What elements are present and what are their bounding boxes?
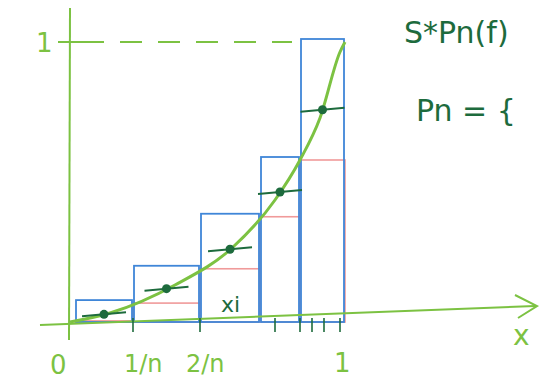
axis-value: 0 [50,352,67,378]
axis-arrow [515,295,537,318]
sample-point [276,188,285,197]
partition-symbol: Pn = { [416,96,516,126]
upper-sum-rect [261,157,299,322]
upper-sum-rect [301,39,344,322]
sample-label: xi [221,294,240,316]
sample-point [100,310,109,319]
sample-point [318,105,327,114]
axis-value: 1 [36,30,53,56]
lower-sum-rect [200,269,260,322]
upper-sum-rect [134,266,199,322]
axis-value: 1/n [124,352,163,376]
lower-sum-rect [260,217,300,322]
sample-point [162,284,171,293]
axis-tick [323,318,325,332]
function-curve [70,42,345,322]
axis-tick [299,318,301,332]
x-axis [40,306,535,325]
axis-tick [311,318,313,332]
lower-sum-rect [300,160,345,322]
axis-name: x [513,322,530,350]
axis-tick [132,318,134,332]
axis-tick [199,318,201,332]
sum-symbol: S*Pn(f) [404,18,509,48]
axis-value: 1 [334,350,351,376]
sample-point [226,245,235,254]
axis-tick [274,318,276,332]
y-axis [69,8,70,340]
axis-tick [339,318,341,332]
axis-value: 2/n [186,352,225,376]
axis-tick [58,41,82,43]
level-dash [82,41,292,43]
